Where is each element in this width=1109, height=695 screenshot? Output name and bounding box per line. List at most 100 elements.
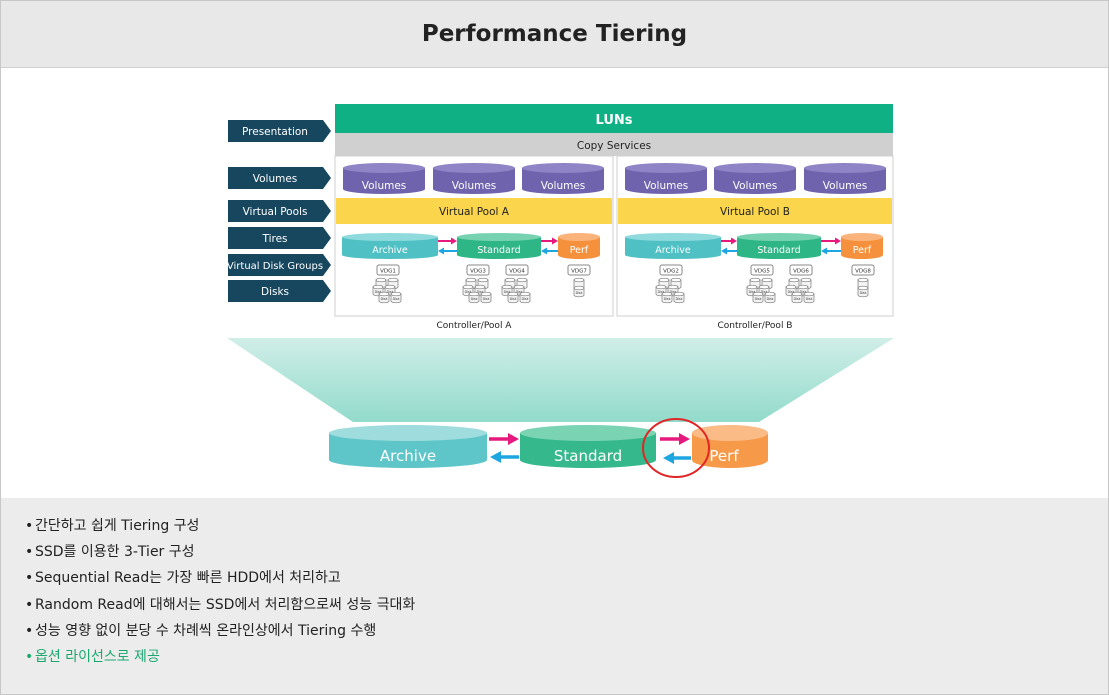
volume-cylinder: Volumes xyxy=(433,163,515,194)
controller-pool-b-caption: Controller/Pool B xyxy=(718,321,793,331)
bullet-dot: • xyxy=(25,570,34,587)
layer-tires-label: Tires xyxy=(261,233,287,245)
vdg-box xyxy=(659,264,683,276)
disk-icon: Disk xyxy=(673,291,685,304)
bullet-dot: • xyxy=(25,544,34,561)
pool-b-vdgs: VDG2 VDG5 VDG6 VDG8 xyxy=(659,264,875,276)
vdg-box xyxy=(789,264,813,276)
volume-label: Volumes xyxy=(644,180,689,192)
disk-icon: Disk xyxy=(507,291,519,304)
vdg-label: VDG5 xyxy=(754,269,770,275)
tier-archive: Archive xyxy=(625,233,721,259)
vdg-box xyxy=(567,264,591,276)
disk-label: Disk xyxy=(767,297,774,301)
disk-label: Disk xyxy=(471,297,478,301)
virtual-pool-a-label: Virtual Pool A xyxy=(439,206,510,218)
disk-label: Disk xyxy=(806,297,813,301)
title-bar: Performance Tiering xyxy=(1,1,1108,68)
big-tier-standard-label: Standard xyxy=(554,447,622,465)
vdg-box xyxy=(505,264,529,276)
layer-virtual-disk-groups-label: Virtual Disk Groups xyxy=(227,261,323,272)
copy-services-label: Copy Services xyxy=(577,140,651,152)
bullet-dot: • xyxy=(25,648,34,665)
disk-label: Disk xyxy=(794,297,801,301)
disk-label: Disk xyxy=(504,290,511,294)
disk-label: Disk xyxy=(761,290,768,294)
pool-a-vdgs: VDG1 VDG3 VDG4 VDG7 xyxy=(376,264,591,276)
layer-virtual-disk-groups: Virtual Disk Groups xyxy=(227,254,331,276)
disk-label: Disk xyxy=(516,290,523,294)
bullet-dot: • xyxy=(25,518,34,534)
list-item: •Random Read에 대해서는 SSD에서 처리함으로써 성능 극대화 xyxy=(25,595,415,615)
layer-tires: Tires xyxy=(228,227,331,249)
vdg-box xyxy=(376,264,400,276)
tier-perf-label: Perf xyxy=(570,245,589,256)
disk-label: Disk xyxy=(465,290,472,294)
pool-a-volumes: Volumes Volumes Volumes xyxy=(343,163,604,194)
pool-b-volumes: Volumes Volumes Volumes xyxy=(625,163,886,194)
pool-a-tiers: Archive Standard Perf xyxy=(342,233,600,259)
layer-virtual-pools: Virtual Pools xyxy=(228,200,331,222)
tier-arrows xyxy=(721,237,841,255)
tier-standard-label: Standard xyxy=(757,245,800,256)
vdg-label: VDG3 xyxy=(470,269,486,275)
bullet-dot: • xyxy=(25,622,34,639)
disk-icon: Disk xyxy=(857,285,869,298)
big-tier-archive: Archive xyxy=(329,425,487,468)
tier-standard: Standard xyxy=(737,233,821,259)
list-item: •성능 영향 없이 분당 수 차례씩 온라인상에서 Tiering 수행 xyxy=(25,621,415,641)
list-item: •Sequential Read는 가장 빠른 HDD에서 처리하고 xyxy=(25,568,415,588)
tier-perf: Perf xyxy=(558,233,600,259)
vdg-label: VDG2 xyxy=(663,269,679,275)
disk-label: Disk xyxy=(387,290,394,294)
disk-icon: Disk xyxy=(519,291,531,304)
volume-cylinder: Volumes xyxy=(804,163,886,194)
tiering-diagram: Presentation Volumes Virtual Pools Tires… xyxy=(227,104,894,478)
vdg-box xyxy=(466,264,490,276)
volume-cylinder: Volumes xyxy=(343,163,425,194)
bullet-dot: • xyxy=(25,596,34,613)
copy-services-bar xyxy=(335,133,893,156)
layer-presentation: Presentation xyxy=(228,120,331,142)
layer-disks-label: Disks xyxy=(261,286,289,298)
disk-label: Disk xyxy=(576,291,583,295)
volume-label: Volumes xyxy=(452,180,497,192)
disk-icon: Disk xyxy=(480,291,492,304)
disk-label: Disk xyxy=(664,297,671,301)
disk-icon: Disk xyxy=(378,291,390,304)
luns-label: LUNs xyxy=(596,113,633,128)
volume-cylinder: Volumes xyxy=(714,163,796,194)
bullet-text: Sequential Read는 가장 빠른 HDD에서 처리하고 xyxy=(35,570,341,587)
tier-standard: Standard xyxy=(457,233,541,259)
pool-b-tiers: Archive Standard Perf xyxy=(625,233,883,259)
vdg-box xyxy=(851,264,875,276)
disk-label: Disk xyxy=(788,290,795,294)
controller-pool-a-caption: Controller/Pool A xyxy=(437,321,513,331)
layer-presentation-label: Presentation xyxy=(242,126,308,138)
disk-icon: Disk xyxy=(752,291,764,304)
disk-label: Disk xyxy=(755,297,762,301)
bullet-list: •간단하고 쉽게 Tiering 구성 •SSD를 이용한 3-Tier 구성 … xyxy=(25,516,415,673)
disk-label: Disk xyxy=(375,290,382,294)
vdg-box xyxy=(750,264,774,276)
disk-icon: Disk xyxy=(573,285,585,298)
vdg-label: VDG8 xyxy=(855,269,871,275)
highlight-circle xyxy=(642,418,710,478)
disk-label: Disk xyxy=(381,297,388,301)
big-tier-perf: Perf xyxy=(692,425,768,468)
layer-disks: Disks xyxy=(228,280,331,302)
tier-perf: Perf xyxy=(841,233,883,259)
layer-virtual-pools-label: Virtual Pools xyxy=(243,206,308,218)
bullet-text: 옵션 라이선스로 제공 xyxy=(35,648,160,665)
disk-label: Disk xyxy=(676,297,683,301)
volume-cylinder: Volumes xyxy=(522,163,604,194)
vdg-label: VDG7 xyxy=(571,269,587,275)
disk-icon: Disk xyxy=(661,291,673,304)
volume-label: Volumes xyxy=(362,180,407,192)
big-tier-archive-label: Archive xyxy=(380,447,436,465)
disk-icon: Disk xyxy=(764,291,776,304)
page-title: Performance Tiering xyxy=(421,21,688,47)
virtual-pool-b-bar xyxy=(618,198,892,224)
